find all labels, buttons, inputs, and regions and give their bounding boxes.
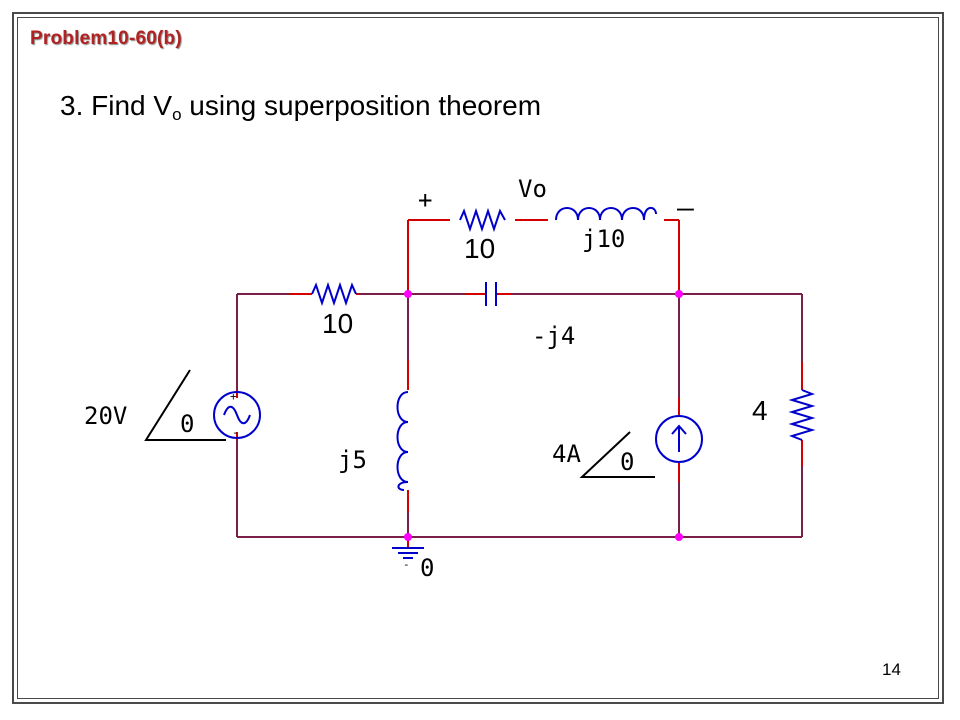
- slide-title: Problem10-60(b): [30, 28, 182, 49]
- vo-label: Vo: [518, 175, 547, 203]
- wires: [236, 219, 803, 548]
- sine-icon: [223, 405, 251, 425]
- resistor-right-label: 4: [752, 395, 768, 426]
- ground-label: 0: [420, 554, 434, 582]
- problem-statement: 3. Find Vo using superposition theorem: [60, 90, 541, 125]
- arrow-head-icon: [671, 424, 687, 435]
- problem-subscript: o: [172, 105, 182, 124]
- vo-minus-sign: –: [677, 191, 694, 224]
- isource-magnitude-label: 4A: [552, 440, 581, 468]
- slide-frame-inner: [17, 17, 939, 699]
- junction-node: [404, 533, 412, 541]
- inductor-top-label: j10: [582, 225, 625, 253]
- problem-suffix: using superposition theorem: [181, 90, 542, 121]
- junction-node: [404, 290, 412, 298]
- vsource-plus: +: [230, 390, 237, 403]
- junction-nodes: [404, 290, 683, 541]
- junction-node: [675, 533, 683, 541]
- ground-symbol: [392, 547, 424, 559]
- resistor-left-label: 10: [322, 308, 353, 339]
- junction-node: [675, 290, 683, 298]
- slide-number: 14: [882, 660, 901, 679]
- voltage-source-circle: [213, 391, 261, 439]
- vo-plus-sign: +: [418, 186, 432, 214]
- resistor-top: [459, 207, 506, 233]
- vsource-magnitude-label: 20V: [84, 402, 127, 430]
- resistor-left: [311, 281, 357, 307]
- vsource-angle-label: 0: [180, 410, 194, 438]
- inductor-shunt-label: j5: [338, 446, 367, 474]
- vsource-angle-symbol: [144, 369, 226, 441]
- problem-prefix: 3. Find V: [60, 90, 173, 121]
- resistor-top-label: 10: [464, 233, 495, 264]
- slide-frame-outer: [12, 12, 944, 704]
- current-source-circle: [655, 415, 703, 463]
- capacitor: [485, 282, 497, 306]
- capacitor-label: -j4: [532, 322, 575, 350]
- inductor-top: [555, 207, 657, 221]
- resistor-right: [788, 389, 816, 441]
- isource-angle-symbol: [579, 431, 655, 478]
- vsource-minus: -: [232, 426, 239, 439]
- inductor-shunt: [396, 391, 409, 491]
- ground-minus-label: -: [403, 558, 410, 571]
- current-source: [655, 415, 703, 463]
- voltage-source: [213, 391, 261, 439]
- isource-angle-label: 0: [620, 448, 634, 476]
